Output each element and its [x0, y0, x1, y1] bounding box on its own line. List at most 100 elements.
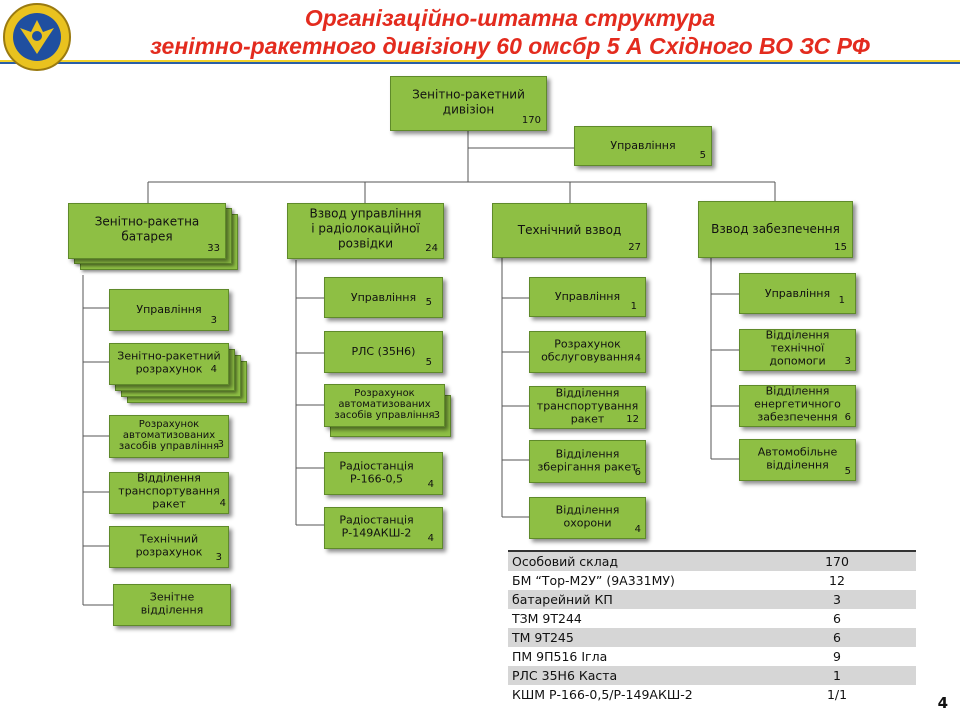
- col3-item: Відділення охорони 4: [529, 497, 646, 539]
- item-count: 12: [626, 414, 639, 425]
- item-count: 3: [215, 552, 222, 563]
- col4-header-support-platoon: Взвод забезпечення 15: [698, 201, 853, 258]
- col3-item: Управління 1: [529, 277, 646, 317]
- row-value: 6: [758, 628, 916, 647]
- col1-item: Управління 3: [109, 289, 229, 331]
- row-value: 1/1: [758, 685, 916, 704]
- col3-header-label: Технічний взвод: [517, 222, 622, 237]
- row-value: 12: [758, 571, 916, 590]
- page-number: 4: [937, 694, 948, 712]
- item-count: 4: [634, 353, 641, 364]
- item-label: Автомобільне відділення: [757, 445, 838, 472]
- row-name: КШМ Р-166-0,5/Р-149АКШ-2: [508, 685, 758, 704]
- col4-item: Управління 1: [739, 273, 856, 314]
- col1-item: Розрахунок автоматизованих засобів управ…: [109, 415, 229, 458]
- item-count: 3: [210, 315, 217, 326]
- col3-header-count: 27: [628, 242, 641, 253]
- item-count: 4: [210, 364, 217, 375]
- item-count: 5: [425, 297, 432, 308]
- item-count: 5: [425, 357, 432, 368]
- row-value: 170: [758, 551, 916, 571]
- item-label: Зенітно-ракетний розрахунок: [117, 349, 221, 376]
- item-label: Управління: [350, 290, 417, 304]
- header-band-blue: [0, 62, 960, 64]
- item-count: 5: [844, 466, 851, 477]
- hq-node: Управління 5: [574, 126, 712, 166]
- hq-label: Управління: [610, 138, 676, 152]
- item-label: Управління: [764, 286, 831, 300]
- col1-item: Зенітно-ракетний розрахунок 4: [109, 343, 229, 385]
- col1-item: Технічний розрахунок 3: [109, 526, 229, 568]
- root-node-division: Зенітно-ракетний дивізіон 170: [390, 76, 547, 131]
- col2-item: Радіостанція Р-166-0,5 4: [324, 452, 443, 495]
- item-label: Відділення технічної допомоги: [765, 328, 830, 368]
- item-count: 3: [844, 356, 851, 367]
- col1-item: Відділення транспортування ракет 4: [109, 472, 229, 514]
- col2-item: Розрахунок автоматизованих засобів управ…: [324, 384, 445, 427]
- col2-header-label: Взвод управління і радіолокаційної розві…: [309, 206, 422, 251]
- item-label: Відділення охорони: [555, 503, 620, 530]
- col4-header-label: Взвод забезпечення: [711, 221, 840, 236]
- row-name: РЛС 35Н6 Каста: [508, 666, 758, 685]
- page-title-line2: зенітно-ракетного дивізіону 60 омсбр 5 А…: [150, 33, 870, 59]
- col3-item: Відділення транспортування ракет 12: [529, 386, 646, 429]
- col3-item: Розрахунок обслуговування 4: [529, 331, 646, 373]
- row-name: батарейний КП: [508, 590, 758, 609]
- item-count: 3: [433, 410, 440, 421]
- item-count: 4: [634, 524, 641, 535]
- row-value: 1: [758, 666, 916, 685]
- item-label: Розрахунок автоматизованих засобів управ…: [118, 418, 220, 452]
- col4-item: Відділення технічної допомоги 3: [739, 329, 856, 371]
- row-name: ТЗМ 9Т244: [508, 609, 758, 628]
- col2-header-control-platoon: Взвод управління і радіолокаційної розві…: [287, 203, 444, 259]
- row-value: 3: [758, 590, 916, 609]
- item-label: Зенітне відділення: [140, 590, 204, 617]
- item-label: РЛС (35Н6): [351, 344, 416, 358]
- hq-count: 5: [699, 150, 706, 161]
- page-title-line1: Організаційно-штатна структура: [304, 5, 716, 31]
- emblem-logo: [3, 3, 71, 71]
- col2-item: РЛС (35Н6) 5: [324, 331, 443, 373]
- header-band-yellow: [0, 60, 960, 62]
- col2-item: Радіостанція Р-149АКШ-2 4: [324, 507, 443, 549]
- row-name: Особовий склад: [508, 551, 758, 571]
- col1-header-battery: Зенітно-ракетна батарея 33: [68, 203, 226, 259]
- col1-header-count: 33: [207, 243, 220, 254]
- item-label: Відділення енергетичного забезпечення: [754, 384, 841, 424]
- item-label: Радіостанція Р-149АКШ-2: [339, 513, 414, 540]
- row-name: БМ “Тор-М2У” (9А331МУ): [508, 571, 758, 590]
- item-label: Радіостанція Р-166-0,5: [339, 459, 414, 486]
- item-label: Розрахунок обслуговування: [541, 337, 634, 364]
- table-row: БМ “Тор-М2У” (9А331МУ)12: [508, 571, 916, 590]
- item-label: Відділення транспортування ракет: [118, 471, 220, 511]
- item-label: Розрахунок автоматизованих засобів управ…: [334, 387, 435, 421]
- col2-item: Управління 5: [324, 277, 443, 318]
- col2-header-count: 24: [425, 243, 438, 254]
- row-value: 9: [758, 647, 916, 666]
- item-count: 1: [630, 301, 637, 312]
- item-label: Технічний розрахунок: [135, 532, 203, 559]
- row-name: ТМ 9Т245: [508, 628, 758, 647]
- col4-item: Відділення енергетичного забезпечення 6: [739, 385, 856, 427]
- root-label: Зенітно-ракетний дивізіон: [412, 87, 525, 116]
- row-value: 6: [758, 609, 916, 628]
- col3-item: Відділення зберігання ракет 6: [529, 440, 646, 483]
- item-count: 4: [427, 533, 434, 544]
- root-count: 170: [521, 115, 541, 126]
- col4-item: Автомобільне відділення 5: [739, 439, 856, 481]
- item-count: 6: [844, 412, 851, 423]
- col1-item: Зенітне відділення: [113, 584, 231, 626]
- item-count: 6: [634, 467, 641, 478]
- item-count: 3: [217, 439, 224, 450]
- col3-header-technical-platoon: Технічний взвод 27: [492, 203, 647, 258]
- item-count: 1: [838, 295, 845, 306]
- col4-header-count: 15: [834, 242, 847, 253]
